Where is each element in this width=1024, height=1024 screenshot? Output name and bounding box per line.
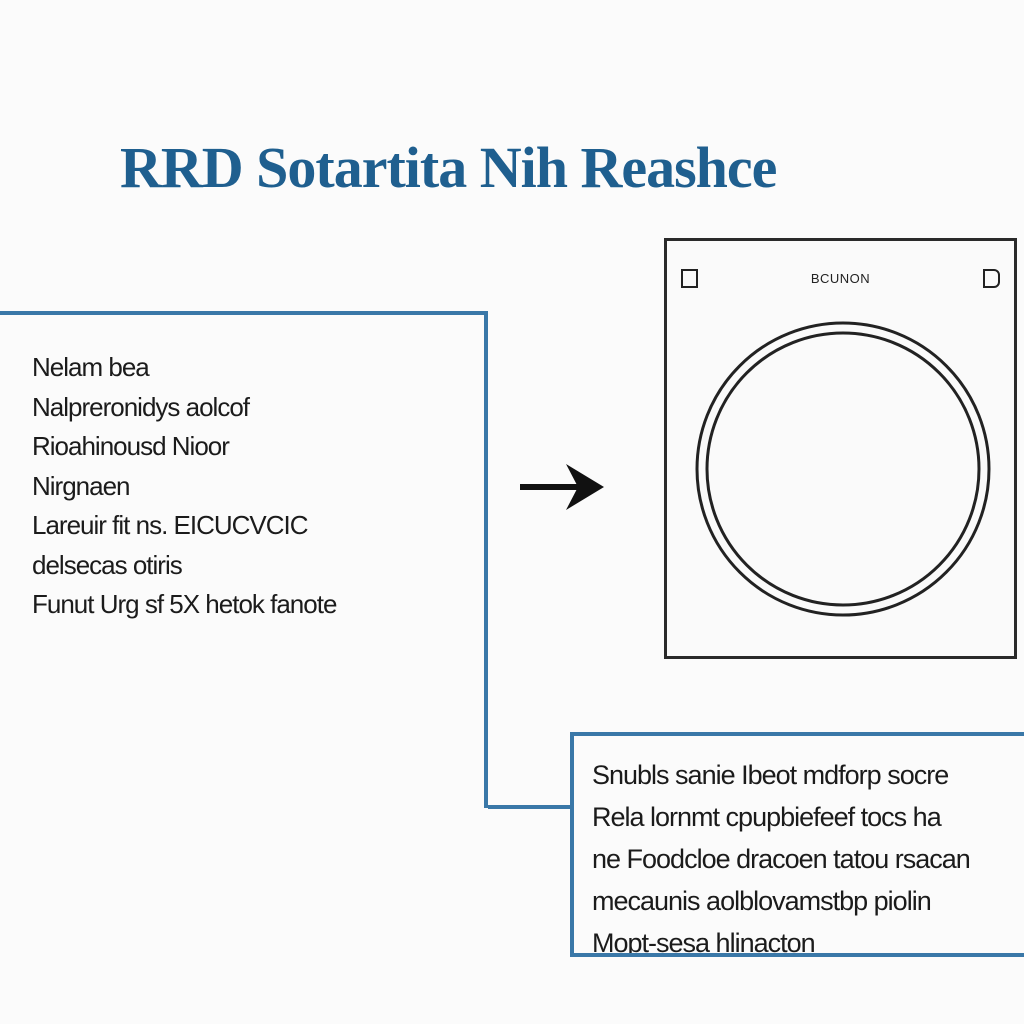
device-corner-left-icon xyxy=(681,269,698,288)
left-line-4: Nirgnaen xyxy=(32,470,131,501)
right-arrow-icon xyxy=(520,464,604,510)
left-line-1: Nelam bea xyxy=(32,352,150,382)
right-line-1: Snubls sanie Ibeot mdforp socre xyxy=(592,760,949,790)
right-line-4: mecaunis aolblovamstbp piolin xyxy=(592,886,932,916)
device-label: BCUNON xyxy=(810,271,871,286)
right-panel-text: Snubls sanie Ibeot mdforp socre Rela lor… xyxy=(592,754,1024,957)
right-line-2: Rela lornmt cpupbiefeef tocs ha xyxy=(592,802,942,832)
left-panel xyxy=(0,311,488,808)
device-panel: BCUNON xyxy=(664,238,1017,659)
panel-connector xyxy=(488,805,574,809)
device-corner-right-icon xyxy=(983,269,1000,288)
right-panel: Snubls sanie Ibeot mdforp socre Rela lor… xyxy=(570,732,1024,957)
left-line-7: Funut Urg sf 5X hetok fanote xyxy=(32,589,337,619)
left-line-5: Lareuir fit ns. EICUCVCIC xyxy=(32,510,309,540)
left-line-3: Rioahinousd Nioor xyxy=(32,431,230,461)
right-line-5: Mopt-sesa hlinacton xyxy=(592,928,816,957)
diagram-title: RRD Sotartita Nih Reashce xyxy=(120,135,777,200)
ring-icon xyxy=(695,321,991,617)
left-line-6: delsecas otiris xyxy=(32,549,183,580)
left-line-2: Nalpreronidys aolcof xyxy=(32,391,250,422)
left-panel-text: Nelam bea Nalpreronidys aolcof Rioahinou… xyxy=(32,348,472,625)
right-line-3: ne Foodcloe dracoen tatou rsacan xyxy=(592,844,971,874)
